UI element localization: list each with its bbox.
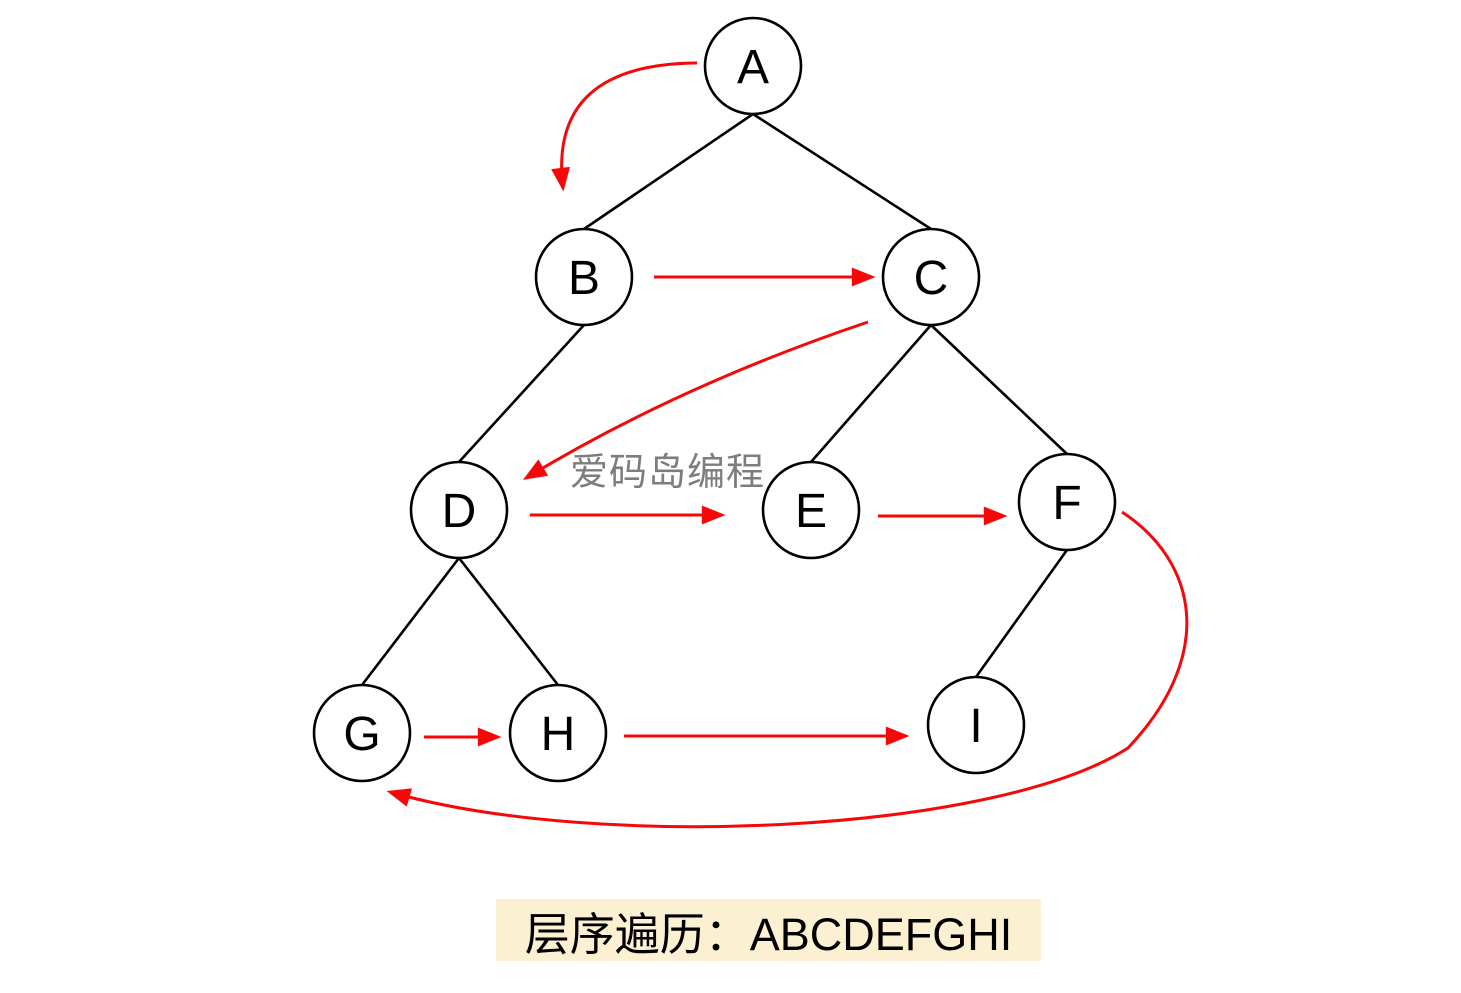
tree-node-A: A xyxy=(703,16,803,116)
tree-node-F: F xyxy=(1017,452,1117,552)
tree-node-G: G xyxy=(312,683,412,783)
tree-node-label-I: I xyxy=(969,700,982,753)
tree-node-circle-G xyxy=(312,683,412,783)
tree-node-label-E: E xyxy=(795,485,827,538)
tree-node-label-D: D xyxy=(442,485,477,538)
tree-node-circle-E xyxy=(761,460,861,560)
traversal-arrow-F-G xyxy=(386,510,1189,829)
tree-node-label-G: G xyxy=(343,708,380,761)
tree-node-C: C xyxy=(881,227,981,327)
tree-node-label-A: A xyxy=(737,41,769,94)
tree-edge-D-G xyxy=(360,557,461,686)
tree-node-B: B xyxy=(534,227,634,327)
tree-node-circle-H xyxy=(508,683,608,783)
tree-node-H: H xyxy=(508,683,608,783)
tree-edge-A-B xyxy=(583,112,754,231)
tree-node-circle-A xyxy=(703,16,803,116)
traversal-arrow-C-D xyxy=(522,320,869,480)
tree-node-circle-C xyxy=(881,227,981,327)
tree-node-circle-I xyxy=(926,675,1026,775)
tree-node-I: I xyxy=(926,675,1026,775)
tree-node-label-C: C xyxy=(914,252,949,305)
tree-node-circle-B xyxy=(534,227,634,327)
tree-edge-D-H xyxy=(457,557,560,686)
tree-edge-C-E xyxy=(810,324,932,463)
traversal-arrow-A-B xyxy=(551,61,698,192)
tree-node-circle-D xyxy=(409,460,509,560)
traversal-result-caption: 层序遍历：ABCDEFGHI xyxy=(496,899,1041,961)
tree-node-D: D xyxy=(409,460,509,560)
tree-edge-C-F xyxy=(930,324,1068,455)
tree-edge-F-I xyxy=(974,549,1069,678)
tree-node-E: E xyxy=(761,460,861,560)
tree-node-label-H: H xyxy=(541,708,576,761)
watermark-text: 爱码岛编程 xyxy=(570,450,766,494)
tree-node-label-F: F xyxy=(1052,477,1081,530)
tree-node-circle-F xyxy=(1017,452,1117,552)
tree-node-label-B: B xyxy=(568,252,600,305)
tree-edge-B-D xyxy=(458,324,585,463)
tree-edge-A-C xyxy=(752,112,932,231)
